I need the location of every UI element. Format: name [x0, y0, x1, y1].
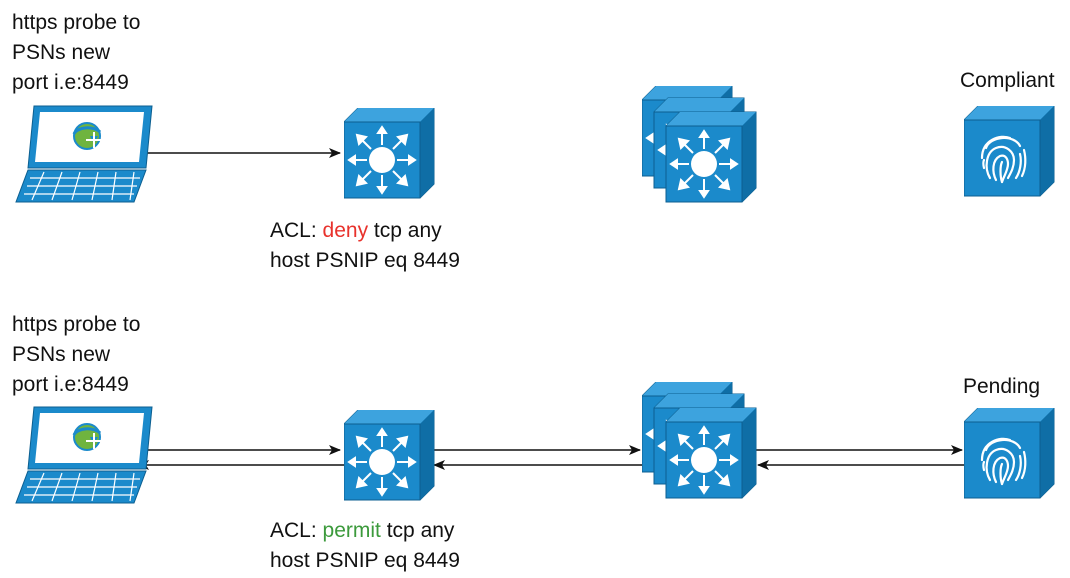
- acl-line2: host PSNIP eq 8449: [270, 249, 460, 272]
- bottom-status-label: Pending: [963, 375, 1041, 398]
- switch-stack-icon: [642, 86, 760, 210]
- acl-prefix: ACL:: [270, 519, 323, 542]
- laptop-icon: [14, 405, 154, 505]
- acl-line2: host PSNIP eq 8449: [270, 549, 460, 572]
- bottom-acl-label: ACL: permit tcp any host PSNIP eq 8449: [270, 516, 460, 576]
- acl-rule: tcp any: [380, 519, 455, 542]
- top-status-label: Compliant: [960, 69, 1055, 92]
- acl-prefix: ACL:: [270, 219, 323, 242]
- top-probe-label: https probe to PSNs new port i.e:8449: [12, 11, 141, 94]
- acl-action-permit: permit: [322, 519, 381, 542]
- top-acl-label: ACL: deny tcp any host PSNIP eq 8449: [270, 216, 460, 276]
- l3-switch-icon: [344, 410, 435, 501]
- bottom-probe-label: https probe to PSNs new port i.e:8449: [12, 313, 141, 396]
- l3-switch-icon: [344, 108, 435, 199]
- acl-rule: tcp any: [368, 219, 442, 242]
- acl-action-deny: deny: [322, 219, 369, 242]
- laptop-icon: [14, 104, 154, 204]
- fingerprint-icon: [964, 408, 1056, 500]
- switch-stack-icon: [642, 382, 760, 506]
- fingerprint-icon: [964, 106, 1056, 198]
